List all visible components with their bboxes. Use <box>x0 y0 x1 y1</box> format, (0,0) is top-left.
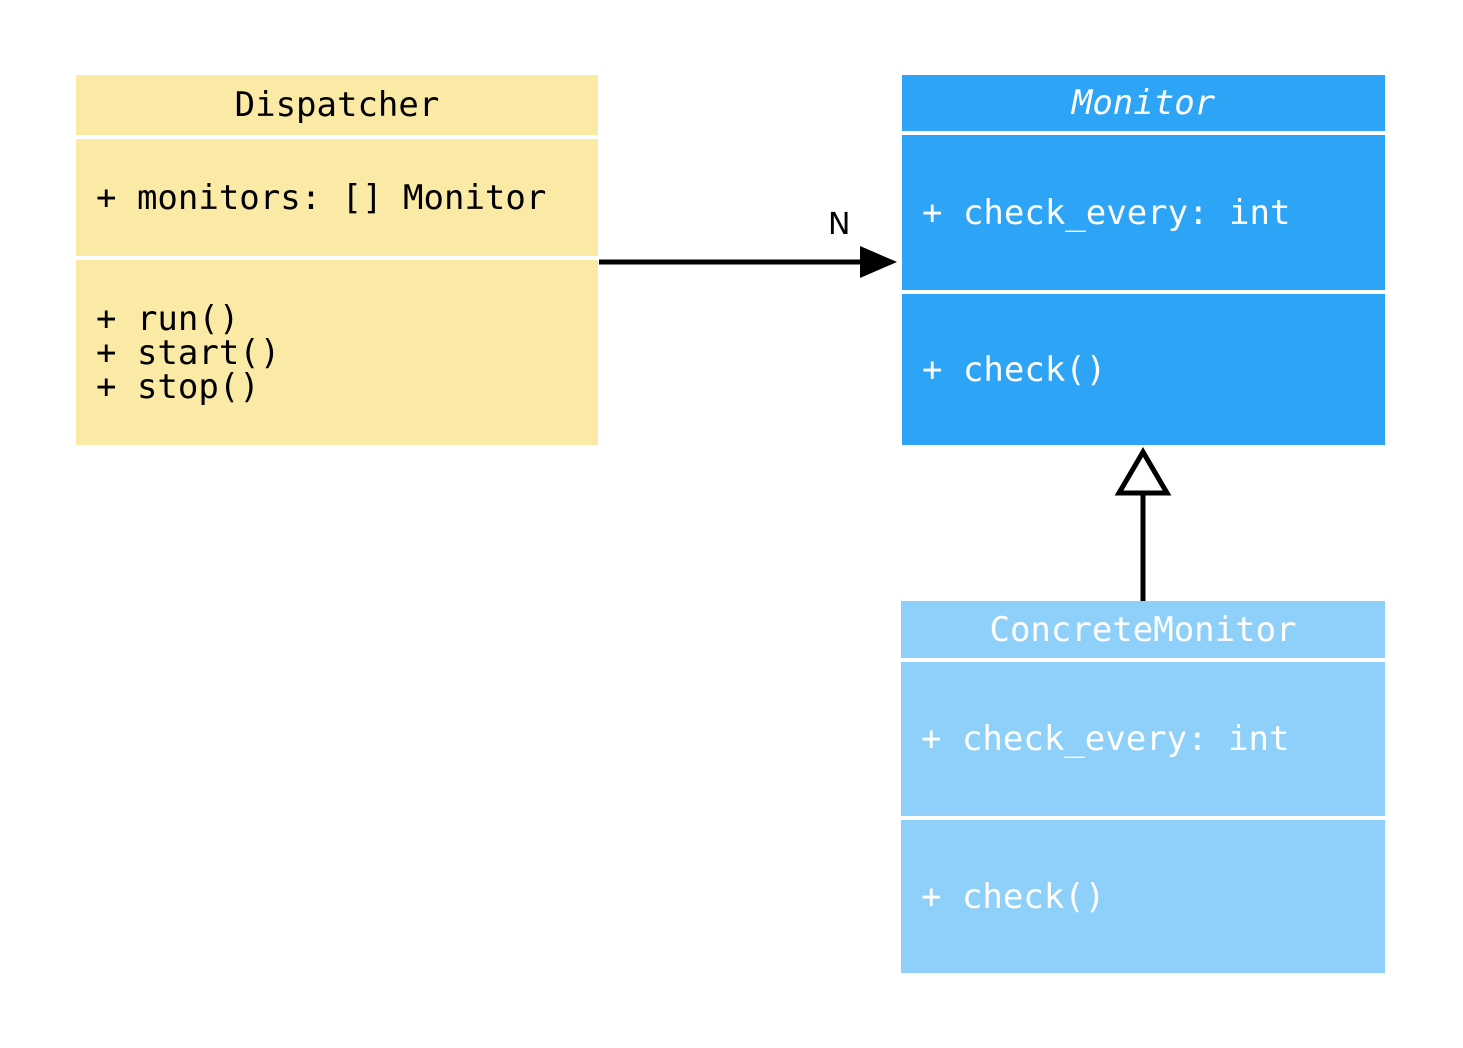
inheritance-arrow <box>1114 447 1172 601</box>
class-title-concretemonitor: ConcreteMonitor <box>901 601 1385 658</box>
method-stop: + stop() <box>96 366 260 407</box>
attributes-compartment-dispatcher: + monitors: [] Monitor <box>76 139 598 256</box>
attribute-check-every: + check_every: int <box>921 719 1290 759</box>
attributes-compartment-concretemonitor: + check_every: int <box>901 662 1385 816</box>
association-multiplicity-label: N <box>828 207 851 242</box>
class-box-monitor: Monitor + check_every: int + check() <box>902 75 1385 445</box>
class-box-dispatcher: Dispatcher + monitors: [] Monitor + run(… <box>76 75 598 445</box>
attribute-monitors: + monitors: [] Monitor <box>96 177 547 218</box>
method-run: + run() <box>96 298 240 339</box>
methods-compartment-dispatcher: + run() + start() + stop() <box>76 260 598 445</box>
attribute-check-every: + check_every: int <box>922 192 1291 233</box>
class-title-monitor: Monitor <box>902 75 1385 131</box>
association-arrow <box>599 246 897 278</box>
method-start: + start() <box>96 332 281 373</box>
class-box-concretemonitor: ConcreteMonitor + check_every: int + che… <box>901 601 1385 973</box>
methods-compartment-monitor: + check() <box>902 294 1385 445</box>
attributes-compartment-monitor: + check_every: int <box>902 135 1385 290</box>
methods-compartment-concretemonitor: + check() <box>901 820 1385 973</box>
method-check: + check() <box>921 876 1106 917</box>
method-check: + check() <box>922 349 1107 390</box>
class-title-dispatcher: Dispatcher <box>76 75 598 135</box>
